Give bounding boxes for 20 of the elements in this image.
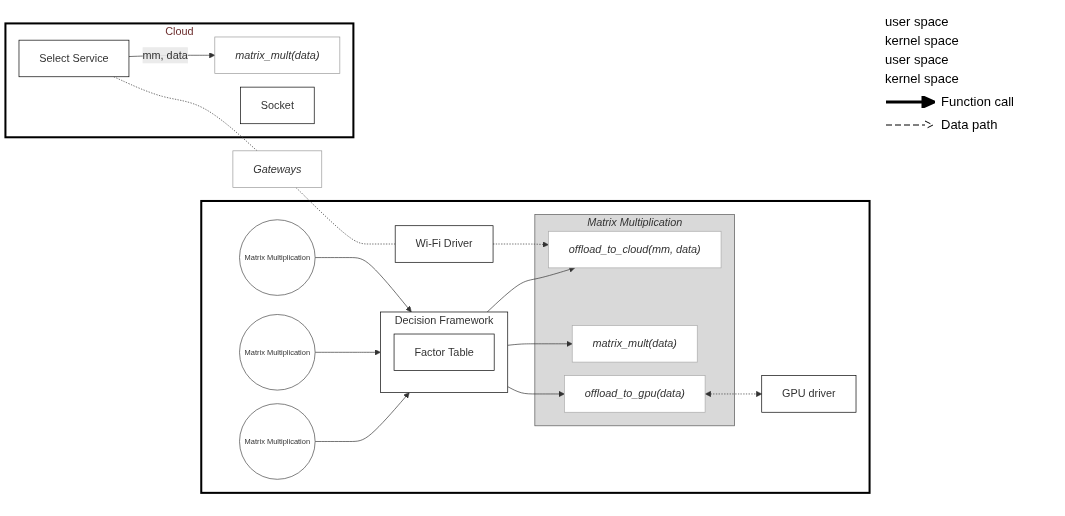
node-box: Gateways [232,150,323,188]
node-box: Factor Table [393,333,495,371]
legend-label: Data path [941,117,998,132]
node-box: GPU driver [761,375,857,413]
space-label: user space [885,52,950,67]
node-box: matrix_mult(data) [571,325,698,363]
cluster [200,199,871,494]
connector [113,76,258,152]
connector [295,186,396,245]
node-box: Wi-Fi Driver [394,225,494,263]
node-box: matrix_mult(data) [214,36,341,74]
edge-label: mm, data [142,49,188,61]
node-box: offload_to_gpu(data) [564,375,706,413]
space-label: kernel space [885,71,960,86]
node-box: Select Service [18,39,130,77]
node-box: Socket [240,86,315,124]
space-label: kernel space [885,33,960,48]
space-label: user space [885,14,950,29]
legend-label: Function call [941,94,1014,109]
node-box: offload_to_cloud(mm, data) [548,230,722,269]
